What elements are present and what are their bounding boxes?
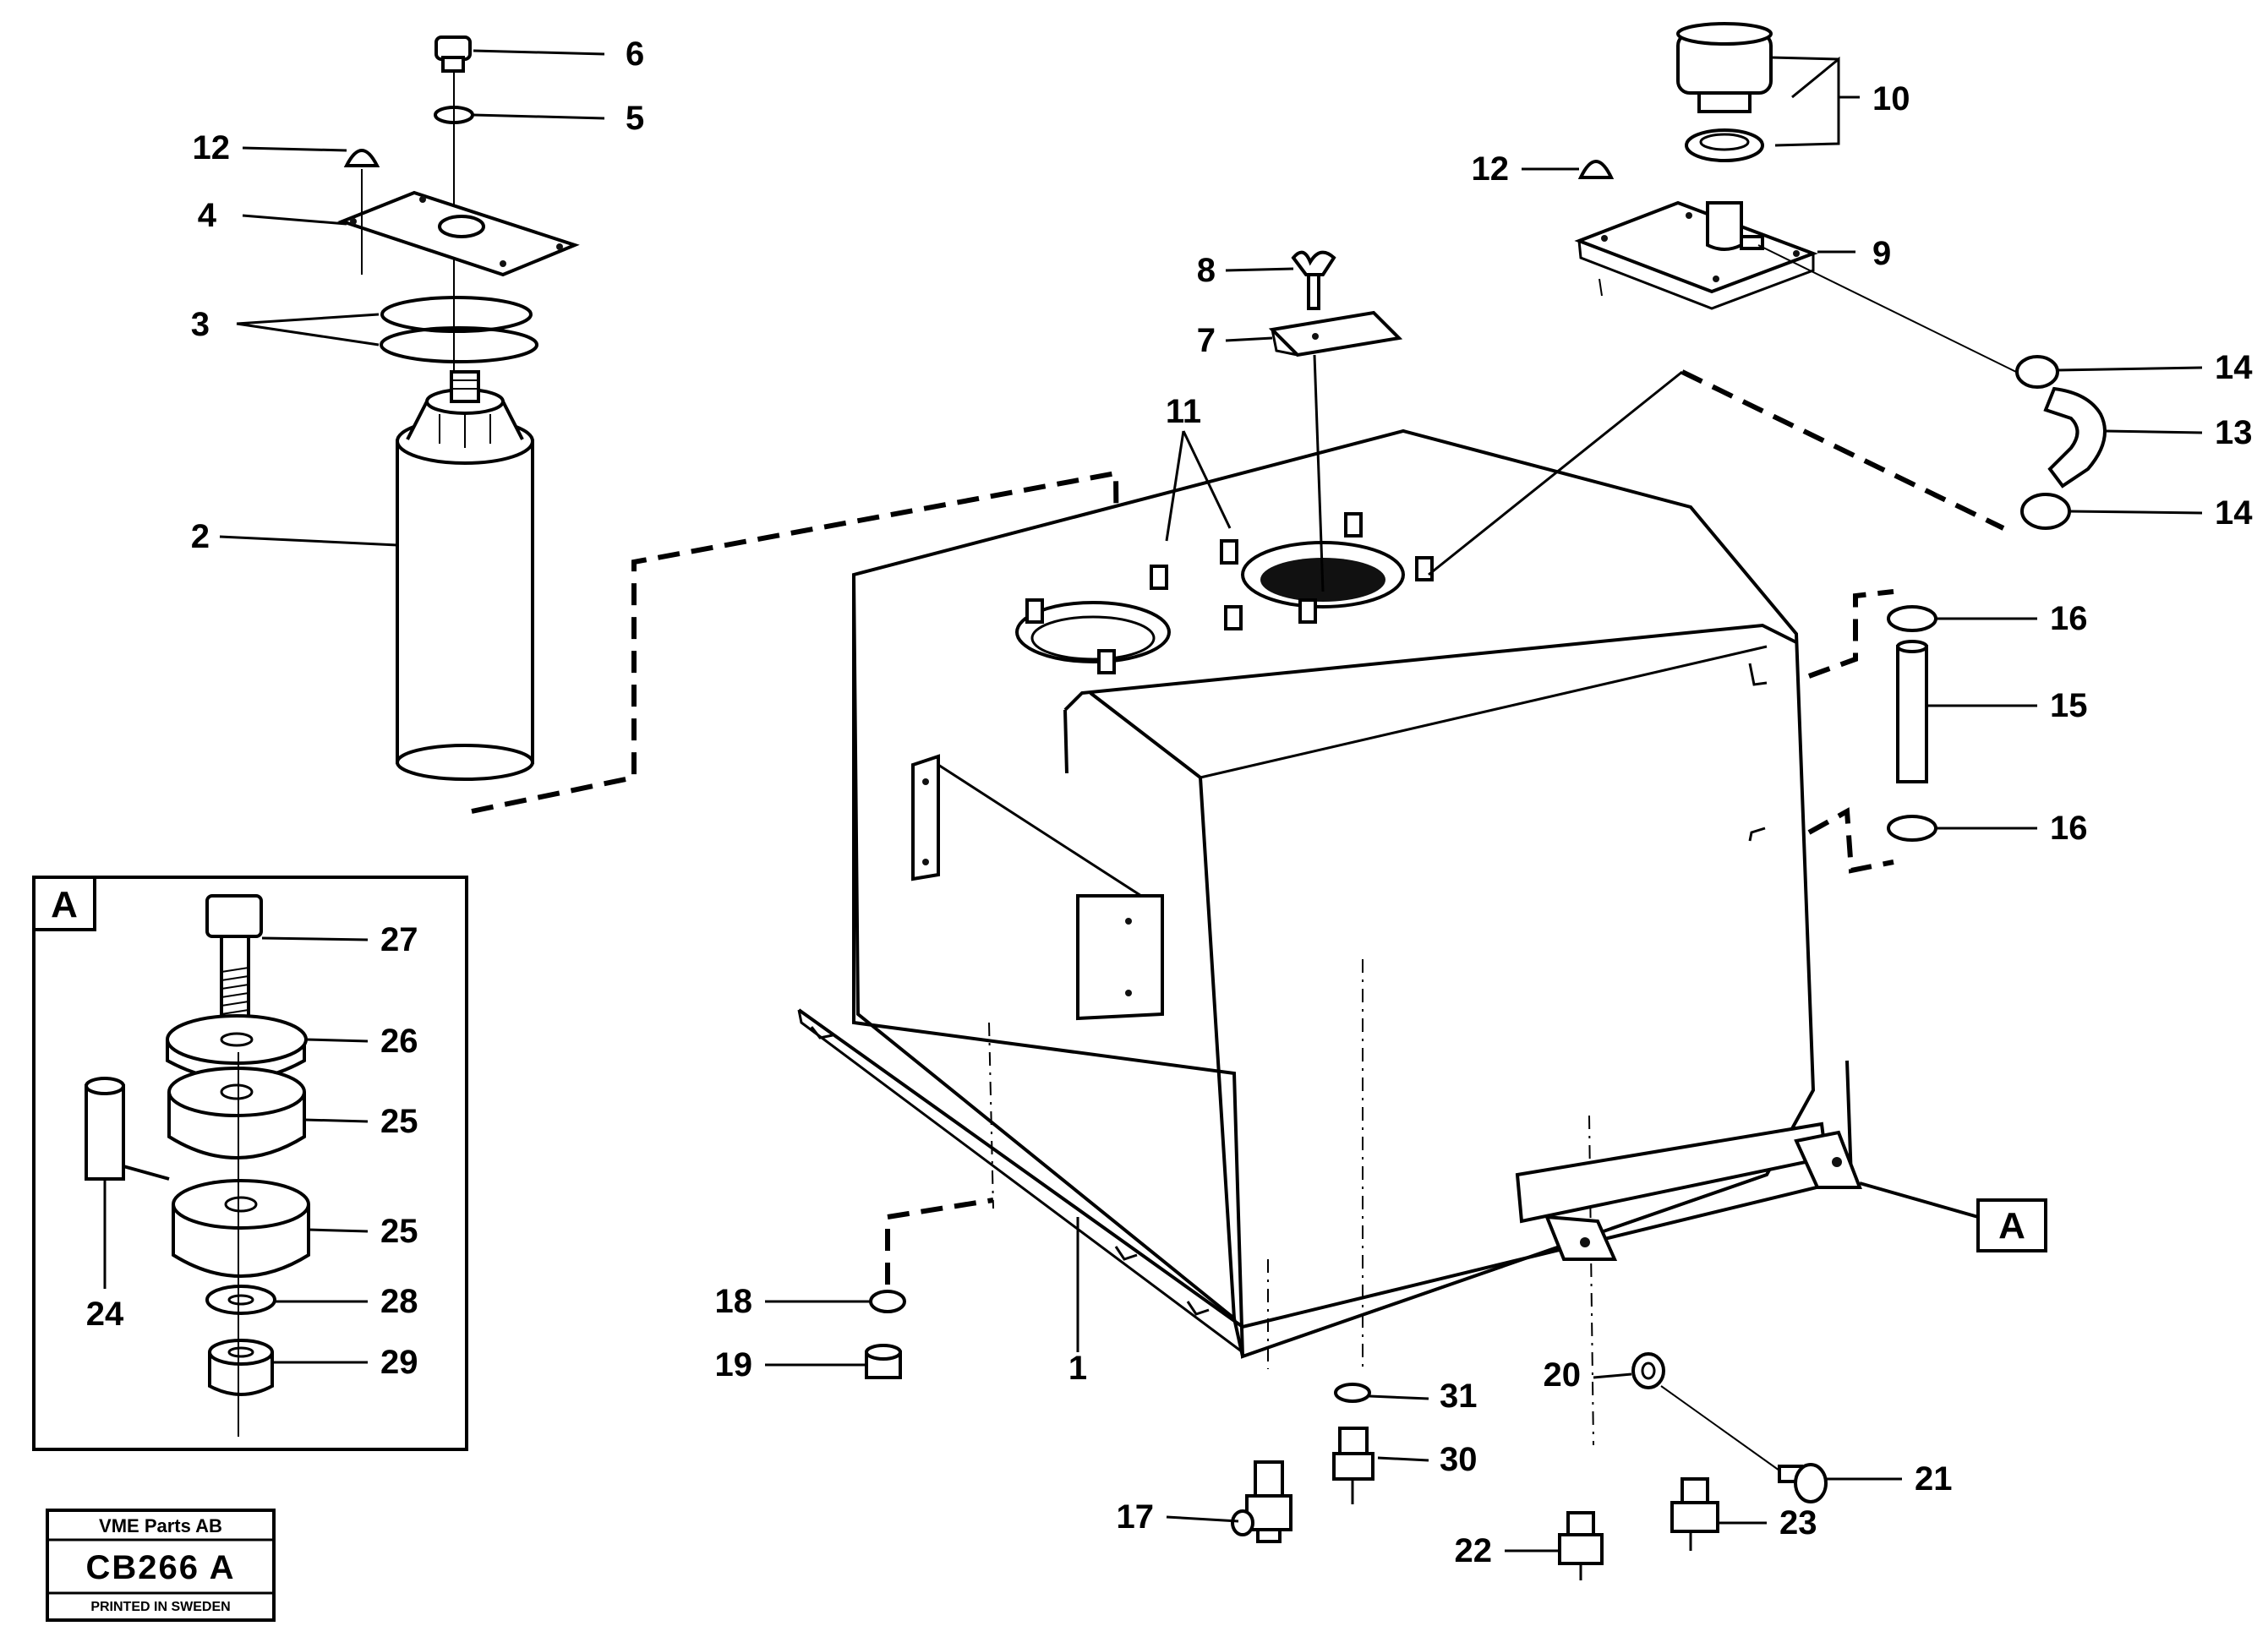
callout-7: 7 [1197, 322, 1216, 359]
callout-4: 4 [198, 197, 217, 234]
sensor-part-23 [1670, 1477, 1719, 1551]
bolt-part-27 [205, 894, 263, 1039]
callout-12-left: 12 [193, 129, 231, 166]
clamp-part-7 [1268, 310, 1403, 357]
plug-part-19 [865, 1344, 902, 1379]
hose-part-13 [2043, 386, 2107, 488]
rubber-mount-part-25-lower [172, 1179, 310, 1278]
callout-3: 3 [191, 306, 210, 343]
detail-marker-label: A [1998, 1205, 2025, 1247]
hose-clamp-part-14-upper [2015, 355, 2059, 389]
seal-ring-part-3-lower [380, 326, 538, 363]
valve-part-17 [1231, 1460, 1292, 1543]
detail-marker-a: A [1859, 1181, 2047, 1252]
stamp-code: CB266 A [85, 1549, 235, 1586]
callout-14-lower: 14 [2215, 494, 2253, 532]
seal-ring-part-3-upper [380, 296, 533, 333]
washer-part-18 [869, 1290, 906, 1313]
inset-label: A [51, 884, 78, 925]
callout-13: 13 [2215, 414, 2253, 451]
dashed-link-breather [1681, 369, 2005, 531]
callout-19: 19 [715, 1346, 753, 1383]
callout-6: 6 [626, 35, 644, 73]
callout-31: 31 [1440, 1378, 1478, 1415]
washer-part-20 [1631, 1352, 1665, 1389]
callout-5: 5 [626, 100, 644, 137]
callout-25-upper: 25 [380, 1103, 418, 1140]
sensor-part-30 [1332, 1427, 1374, 1504]
dashed-link-hose-upper [1807, 589, 1894, 679]
studs-part-11 [1025, 512, 1434, 674]
callout-27: 27 [380, 921, 418, 958]
stamp-note: PRINTED IN SWEDEN [90, 1600, 230, 1614]
sleeve-part-24 [85, 1077, 170, 1181]
callout-1: 1 [1068, 1350, 1087, 1387]
callout-24: 24 [86, 1296, 124, 1333]
filter-assembly [337, 35, 580, 781]
hose-clamp-part-16-upper [1887, 605, 1937, 632]
hydraulic-tank-part-1 [797, 428, 1862, 1446]
dashed-link-hose-lower [1807, 807, 1894, 874]
washer-part-28 [205, 1285, 276, 1315]
hose-part-15 [1896, 640, 1928, 783]
stamp-company: VME Parts AB [99, 1515, 222, 1536]
callout-15: 15 [2050, 687, 2088, 724]
callout-23: 23 [1779, 1504, 1817, 1542]
washer-part-31 [1334, 1383, 1371, 1403]
cap-nut-part-12-right [1577, 160, 1615, 179]
callout-10: 10 [1872, 80, 1910, 117]
cover-plate-part-9 [1574, 200, 1818, 310]
breather-part-10 [1676, 22, 1773, 162]
callout-2: 2 [191, 518, 210, 555]
cap-nut-part-12-left [343, 149, 380, 167]
callout-21: 21 [1915, 1460, 1953, 1498]
title-stamp: VME Parts AB CB266 A PRINTED IN SWEDEN [46, 1509, 276, 1622]
callout-25-lower: 25 [380, 1213, 418, 1250]
callout-labels: 6 5 12 4 3 2 8 7 11 12 9 10 14 13 14 16 … [86, 35, 2253, 1569]
leader-lines [103, 49, 2203, 1552]
callout-26: 26 [380, 1023, 418, 1060]
callout-9: 9 [1872, 235, 1891, 272]
hose-clamp-part-14-lower [2020, 493, 2071, 530]
callout-16-upper: 16 [2050, 600, 2088, 637]
sensor-part-22 [1558, 1511, 1604, 1580]
inset-detail-a: A [32, 876, 468, 1451]
nut-part-29 [208, 1339, 274, 1396]
callout-12-right: 12 [1472, 150, 1510, 188]
plug-part-21 [1778, 1463, 1828, 1503]
callout-14-upper: 14 [2215, 349, 2253, 386]
callout-30: 30 [1440, 1441, 1478, 1478]
callout-29: 29 [380, 1344, 418, 1381]
callout-11: 11 [1166, 393, 1201, 430]
rubber-mount-part-25-upper [167, 1067, 306, 1160]
wing-screw-part-8 [1291, 250, 1336, 310]
callout-28: 28 [380, 1283, 418, 1320]
callout-8: 8 [1197, 252, 1216, 289]
plug-part-6 [434, 35, 472, 73]
callout-20: 20 [1544, 1356, 1582, 1394]
callout-17: 17 [1117, 1498, 1155, 1536]
callout-18: 18 [715, 1283, 753, 1320]
callout-22: 22 [1455, 1532, 1493, 1569]
filter-element-part-2 [396, 370, 534, 781]
callout-16-lower: 16 [2050, 810, 2088, 847]
hose-clamp-part-16-lower [1887, 815, 1937, 842]
